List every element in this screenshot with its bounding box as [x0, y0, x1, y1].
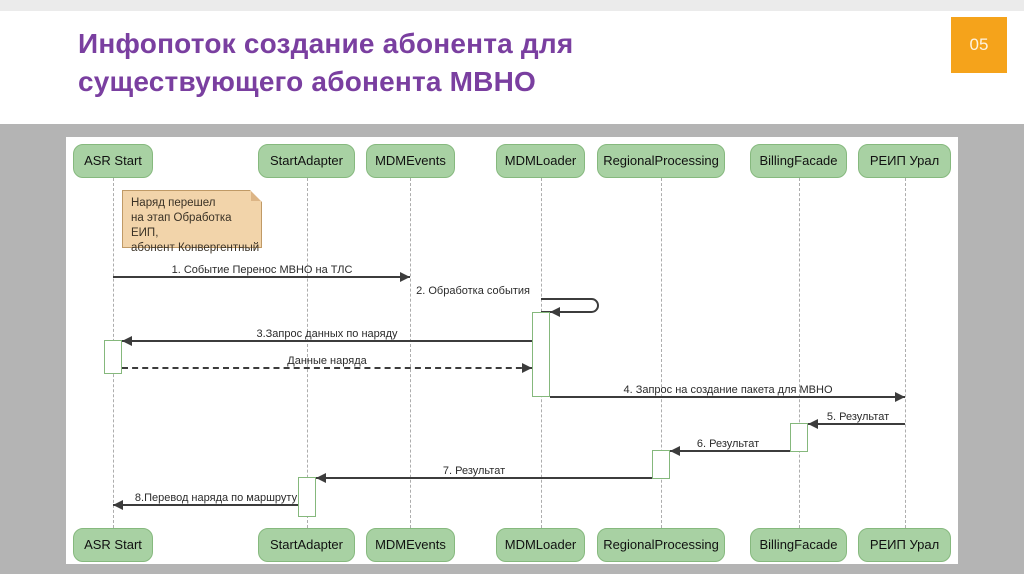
top-strip	[0, 0, 1024, 11]
message-return-arrowhead-icon	[522, 363, 532, 373]
message-5-line	[808, 423, 905, 425]
participant-top-mdmevents: MDMEvents	[366, 144, 455, 178]
activation-asr-start	[104, 340, 122, 374]
message-5-label: 5. Результат	[826, 411, 890, 423]
message-7-line	[316, 477, 652, 479]
participant-top-billingfacade: BillingFacade	[750, 144, 847, 178]
participant-top-regionalprocessing: RegionalProcessing	[597, 144, 725, 178]
message-2-arrowhead-icon	[550, 307, 560, 317]
message-5-arrowhead-icon	[808, 419, 818, 429]
message-4-arrowhead-icon	[895, 392, 905, 402]
message-1-line	[113, 276, 410, 278]
participant-bottom-startadapter: StartAdapter	[258, 528, 355, 562]
lifeline-mdmevents	[410, 178, 411, 528]
participant-bottom-reip-ural: РЕИП Урал	[858, 528, 951, 562]
message-4-line	[550, 396, 905, 398]
participant-top-startadapter: StartAdapter	[258, 144, 355, 178]
message-6-line	[670, 450, 790, 452]
note-line-3: абонент Конвергентный	[131, 242, 260, 254]
message-1-label: 1. Событие Перенос МВНО на ТЛС	[171, 264, 353, 276]
activation-mdmloader	[532, 312, 550, 397]
message-4-label: 4. Запрос на создание пакета для МВНО	[623, 384, 833, 396]
lifeline-startadapter	[307, 178, 308, 528]
note-line-2: на этап Обработка ЕИП,	[131, 212, 232, 239]
message-8-label: 8.Перевод наряда по маршруту	[134, 492, 298, 504]
participant-bottom-regionalprocessing: RegionalProcessing	[597, 528, 725, 562]
message-7-arrowhead-icon	[316, 473, 326, 483]
message-3-label: 3.Запрос данных по наряду	[256, 328, 398, 340]
participant-bottom-billingfacade: BillingFacade	[750, 528, 847, 562]
participant-bottom-mdmevents: MDMEvents	[366, 528, 455, 562]
activation-billingfacade	[790, 423, 808, 452]
note-order-stage: Наряд перешел на этап Обработка ЕИП, або…	[122, 190, 262, 254]
lifeline-billingfacade	[799, 178, 800, 528]
participant-bottom-asr-start: ASR Start	[73, 528, 153, 562]
title-line-1: Инфопоток создание абонента для	[78, 28, 574, 59]
activation-regionalprocessing	[652, 450, 670, 479]
slide-body: ASR Start StartAdapter MDMEvents MDMLoad…	[0, 124, 1024, 574]
message-2-selfloop-line	[541, 298, 599, 313]
participant-top-asr-start: ASR Start	[73, 144, 153, 178]
message-3-line	[122, 340, 532, 342]
message-6-arrowhead-icon	[670, 446, 680, 456]
message-8-arrowhead-icon	[113, 500, 123, 510]
activation-startadapter	[298, 477, 316, 517]
participant-top-reip-ural: РЕИП Урал	[858, 144, 951, 178]
page-title: Инфопоток создание абонента для существу…	[78, 25, 573, 101]
message-2-label: 2. Обработка события	[416, 285, 530, 297]
message-return-line	[122, 367, 532, 369]
slide-header: Инфопоток создание абонента для существу…	[0, 11, 1024, 124]
participant-bottom-mdmloader: MDMLoader	[496, 528, 585, 562]
title-line-2: существующего абонента МВНО	[78, 66, 537, 97]
message-1-arrowhead-icon	[400, 272, 410, 282]
message-return-label: Данные наряда	[287, 355, 367, 367]
lifeline-regionalprocessing	[661, 178, 662, 528]
message-6-label: 6. Результат	[696, 438, 760, 450]
sequence-diagram-panel: ASR Start StartAdapter MDMEvents MDMLoad…	[66, 137, 958, 564]
note-line-1: Наряд перешел	[131, 197, 216, 209]
participant-top-mdmloader: MDMLoader	[496, 144, 585, 178]
page-number-badge: 05	[951, 17, 1007, 73]
message-3-arrowhead-icon	[122, 336, 132, 346]
message-8-line	[113, 504, 298, 506]
lifeline-reip-ural	[905, 178, 906, 528]
message-7-label: 7. Результат	[442, 465, 506, 477]
